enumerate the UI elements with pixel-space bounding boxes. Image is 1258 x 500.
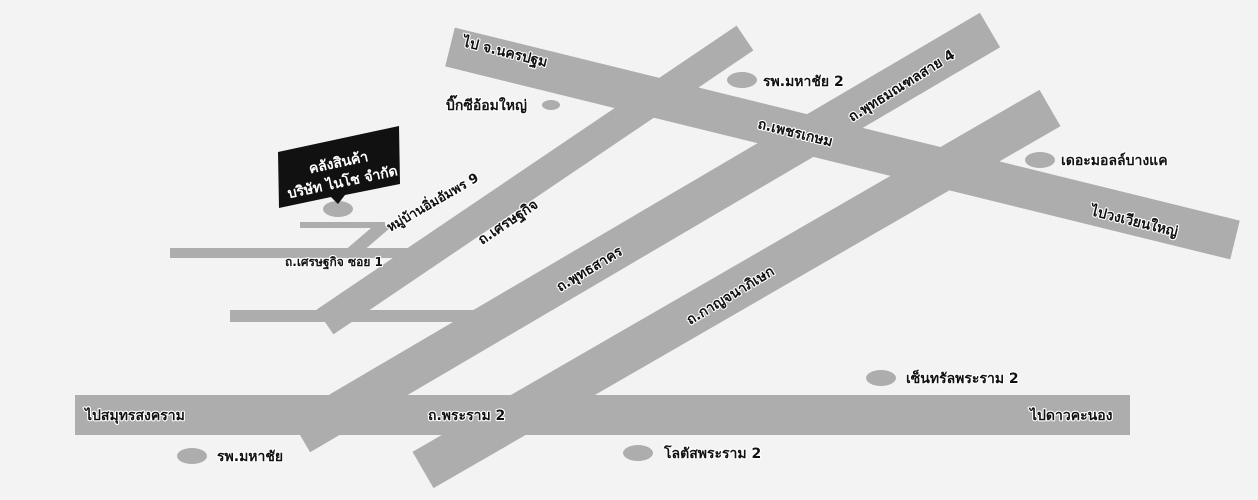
label-mahachai: รพ.มหาชัย [217,449,283,465]
label-mall-bangkhae: เดอะมอลล์บางแค [1061,152,1168,169]
road-setthakit-soi1 [170,248,432,258]
road-rama2 [75,395,1130,435]
label-rama2: ถ.พระราม 2 [428,408,505,424]
label-to-samut-songkhram: ไปสมุทรสงคราม [83,406,185,424]
landmark-dot-big-c [542,100,560,110]
label-central-rama2: เซ็นทรัลพระราม 2 [906,369,1019,387]
label-mahachai2: รพ.มหาชัย 2 [763,74,844,90]
landmark-dot-mahachai [177,448,207,464]
label-lotus-rama2: โลตัสพระราม 2 [663,444,761,462]
road-phutthasakhon [289,12,1001,453]
road-phetkasem [445,27,1240,260]
landmark-dot-central-rama2 [866,370,896,386]
pin-location-dot [323,201,353,217]
landmark-dot-mall-bangkhae [1025,152,1055,168]
label-setthakit-soi1: ถ.เศรษฐกิจ ซอย 1 [285,255,383,270]
label-big-c: บิ๊กซีอ้อมใหญ่ [446,94,527,114]
label-to-dao-khanong: ไปดาวคะนอง [1028,406,1113,424]
pin-callout-box [278,126,400,208]
landmark-dot-lotus-rama2 [623,445,653,461]
landmark-dot-mahachai2 [727,72,757,88]
road-moo-ban-link [336,222,390,258]
